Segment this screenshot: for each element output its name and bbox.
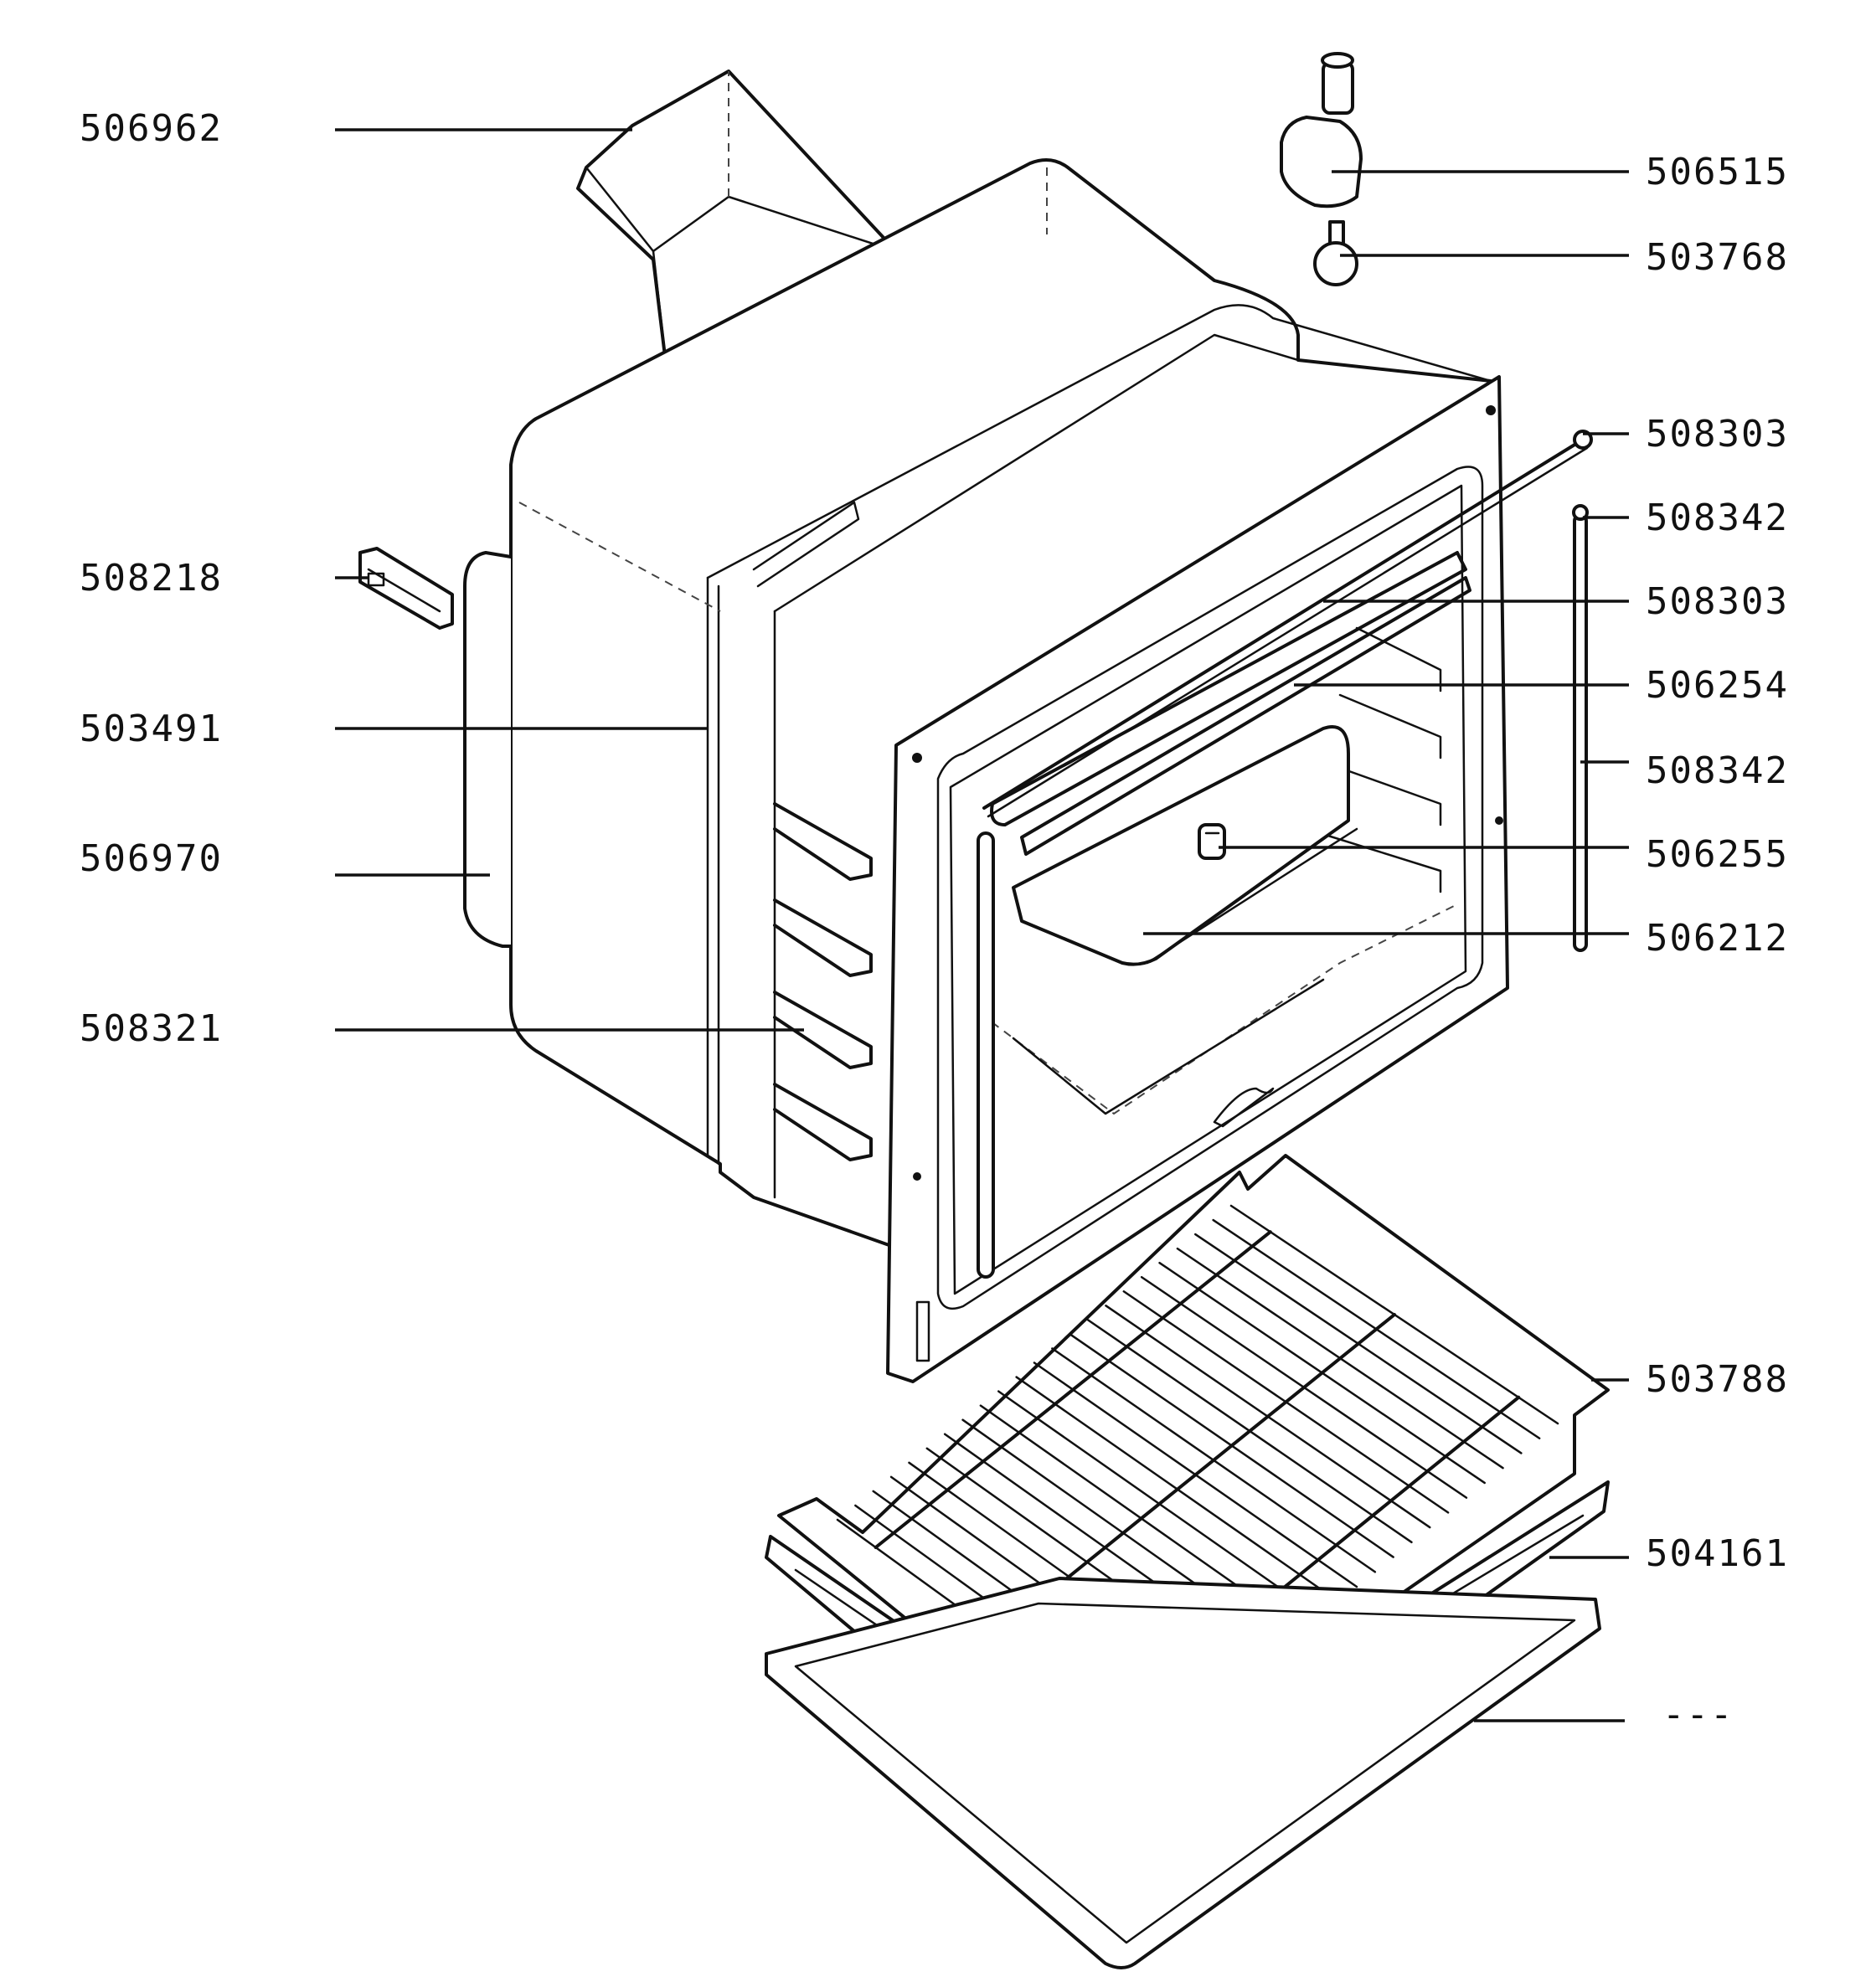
label-506962: 506962: [80, 107, 223, 150]
label-506255: 506255: [1646, 833, 1789, 876]
label-503768: 503768: [1646, 236, 1789, 279]
part-508321-shelf-runners: [773, 802, 873, 1161]
label-508303-top: 508303: [1646, 413, 1789, 456]
part-508303-top-rod: [982, 430, 1593, 818]
part-508218-bracket: [358, 547, 454, 630]
part-506212-baffle-plate: [1012, 725, 1358, 966]
part-506254-top-element: [990, 551, 1471, 856]
rack-cross-bar: [874, 1230, 1272, 1549]
part-508342-side-rod: [1572, 504, 1589, 952]
label-504161: 504161: [1646, 1532, 1789, 1575]
label-503788: 503788: [1646, 1358, 1789, 1401]
label-no-part-number: ---: [1662, 1693, 1734, 1736]
part-bottom-tray: [765, 1577, 1601, 1969]
part-506515-thermostat: [1280, 52, 1363, 208]
label-503491: 503491: [80, 708, 223, 750]
label-508342-top: 508342: [1646, 497, 1789, 539]
label-506515: 506515: [1646, 151, 1789, 193]
part-506255-lamp-holder: [1198, 823, 1226, 860]
part-503768-lamp: [1313, 220, 1358, 286]
leader-lines: [335, 128, 1629, 1722]
label-506212: 506212: [1646, 917, 1789, 960]
label-508303-mid: 508303: [1646, 580, 1789, 623]
left-side-element: [977, 831, 995, 1279]
label-506254: 506254: [1646, 664, 1789, 707]
label-508218: 508218: [80, 557, 223, 600]
label-508321: 508321: [80, 1007, 223, 1050]
label-508342-mid: 508342: [1646, 749, 1789, 792]
part-labels: 506962 508218 503491 506970 508321 50651…: [80, 107, 1789, 1736]
label-506970: 506970: [80, 837, 223, 880]
